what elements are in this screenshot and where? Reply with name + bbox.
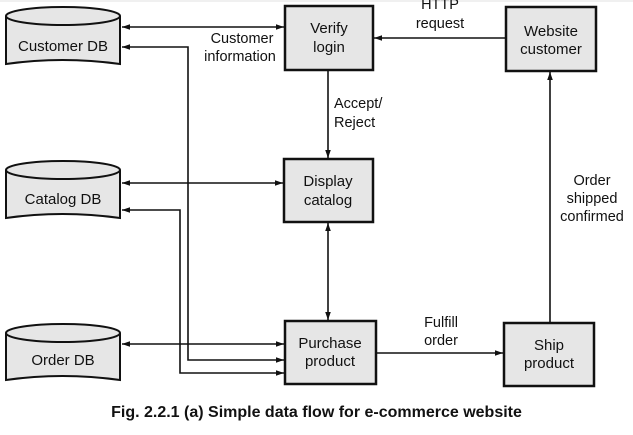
flow-label-line: Customer [211, 31, 274, 47]
process-label-line: catalog [304, 192, 352, 209]
process-label-line: Ship [534, 337, 564, 354]
figure-caption: Fig. 2.2.1 (a) Simple data flow for e-co… [111, 404, 522, 421]
data-store-label: Customer DB [18, 38, 108, 55]
process-ship-product[interactable]: Ship product [502, 321, 596, 388]
data-store-label: Catalog DB [25, 191, 102, 208]
flow-label-line: order [424, 333, 458, 349]
data-store-catalog-db[interactable]: Catalog DB [5, 160, 121, 220]
data-store-label: Order DB [31, 352, 94, 369]
process-label-line: Display [303, 173, 353, 190]
flow-label-line: confirmed [560, 209, 624, 225]
cylinder-body [5, 333, 121, 382]
process-purchase-product[interactable]: Purchase product [283, 319, 378, 386]
flow-label-line: Reject [334, 115, 375, 131]
flow-label-line: Order [573, 173, 610, 189]
process-label-line: Purchase [298, 335, 361, 352]
flow-label-line: HTTP [421, 0, 459, 13]
process-verify-login[interactable]: Verify login [283, 4, 375, 72]
process-label-line: product [524, 355, 575, 372]
flow-label-line: Accept/ [334, 96, 383, 112]
cylinder-top [5, 6, 121, 26]
flow-label-line: request [416, 16, 464, 32]
cylinder-body [5, 170, 121, 220]
process-display-catalog[interactable]: Display catalog [282, 157, 375, 224]
entity-website-customer[interactable]: Website customer [504, 5, 598, 73]
data-store-customer-db[interactable]: Customer DB [5, 6, 121, 66]
process-label-line: customer [520, 41, 582, 58]
flow-label-line: Fulfill [424, 315, 458, 331]
data-store-order-db[interactable]: Order DB [5, 323, 121, 382]
cylinder-top [5, 160, 121, 180]
flow-label-line: information [204, 49, 276, 65]
top-edge [0, 0, 633, 2]
flow-purchase-customer-db [122, 44, 284, 363]
process-label-line: product [305, 353, 356, 370]
process-label-line: login [313, 39, 345, 56]
flow-purchase-catalog-db [122, 207, 284, 376]
cylinder-top [5, 323, 121, 343]
cylinder-body [5, 16, 121, 66]
process-label-line: Website [524, 23, 578, 40]
process-label-line: Verify [310, 20, 348, 37]
flow-label-line: shipped [567, 191, 618, 207]
